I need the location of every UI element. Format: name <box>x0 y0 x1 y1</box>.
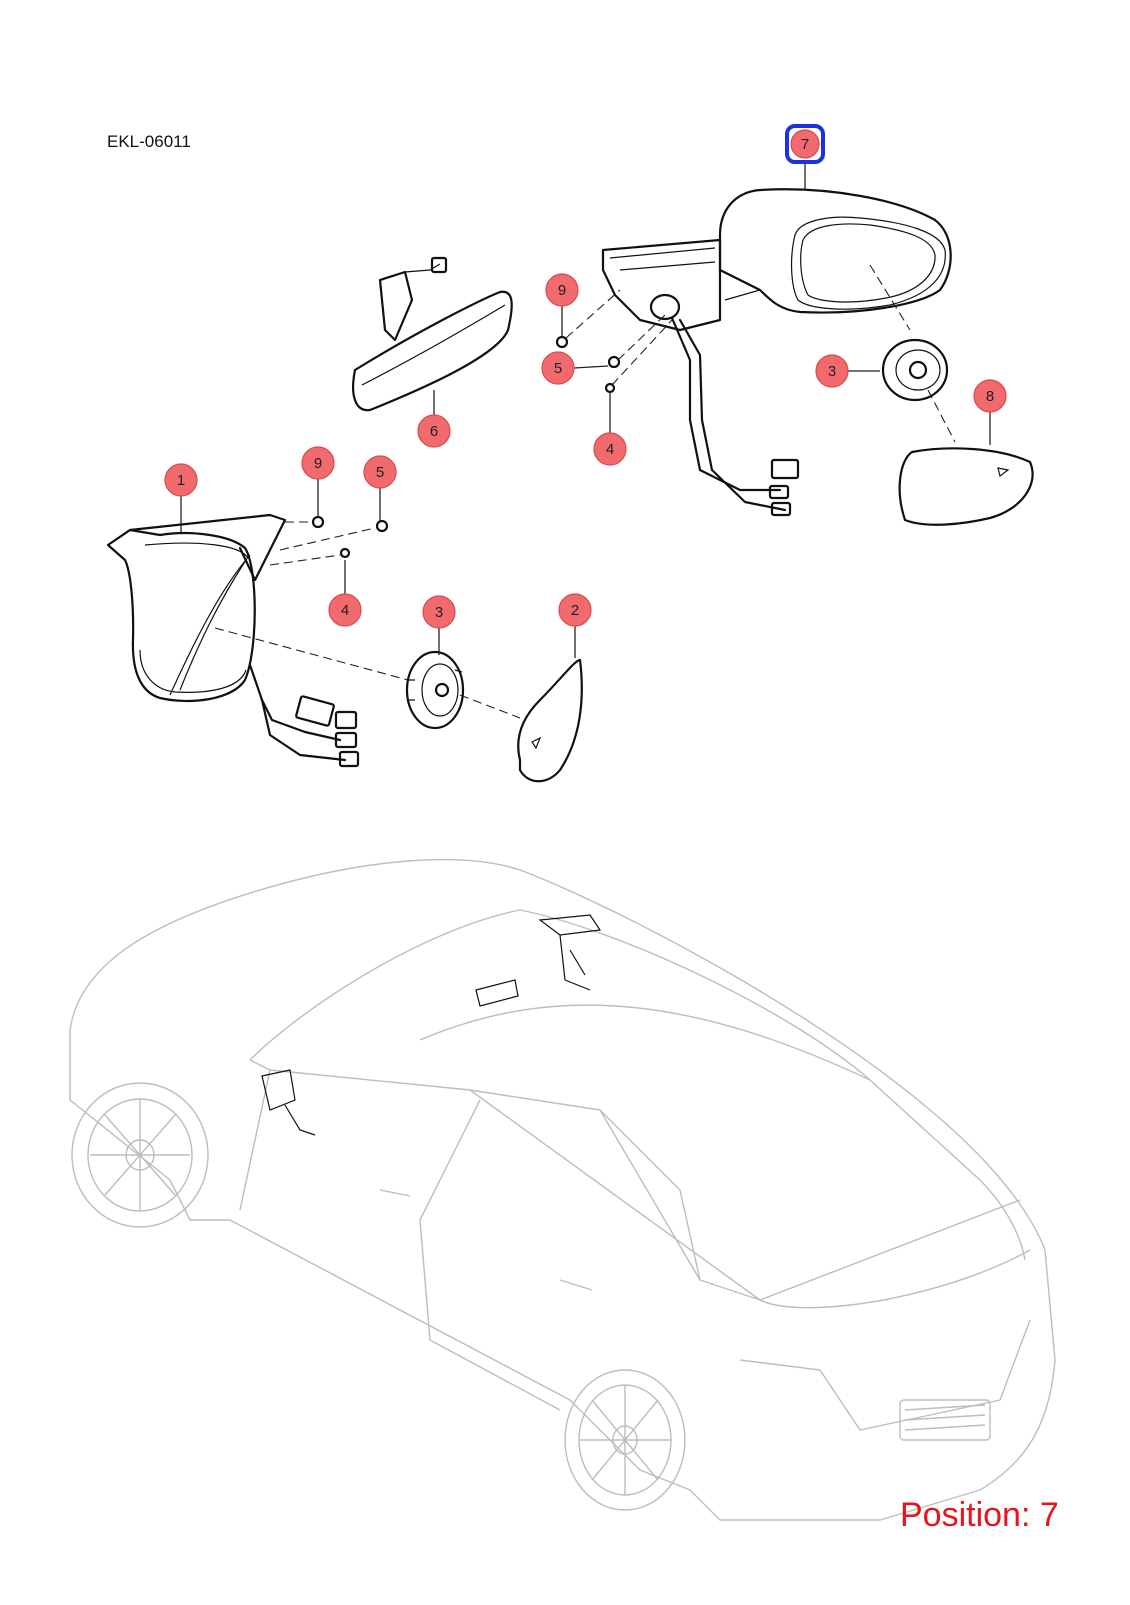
callout-label: 4 <box>606 441 614 458</box>
callout-label: 6 <box>430 423 438 440</box>
callout-4-left[interactable]: 4 <box>328 593 362 627</box>
position-readout: Position: 7 <box>900 1496 1059 1534</box>
callout-label: 9 <box>558 282 566 299</box>
right-mirror-assembly <box>555 188 1034 526</box>
callout-5-right[interactable]: 5 <box>541 351 575 385</box>
callout-circle <box>973 379 1007 413</box>
callout-circle <box>541 351 575 385</box>
callout-circle <box>545 273 579 307</box>
left-mirror-assembly <box>106 513 583 783</box>
callout-7[interactable]: 7 <box>785 124 825 164</box>
callout-circle <box>363 455 397 489</box>
callout-label: 1 <box>177 472 185 489</box>
callout-label: 3 <box>435 604 443 621</box>
callout-circle <box>328 593 362 627</box>
callout-label: 3 <box>828 363 836 380</box>
callout-circle <box>164 463 198 497</box>
callout-circle <box>417 414 451 448</box>
callouts-layer: 1 2 3 3 4 4 5 5 6 7 8 9 9 <box>164 124 1007 629</box>
callout-label: 8 <box>986 388 994 405</box>
selected-outline <box>785 124 825 164</box>
callout-circle <box>815 354 849 388</box>
callout-label: 7 <box>801 136 809 153</box>
callout-label: 5 <box>376 464 384 481</box>
leader-lines <box>180 161 991 658</box>
callout-8[interactable]: 8 <box>973 379 1007 413</box>
callout-3-right[interactable]: 3 <box>815 354 849 388</box>
callout-label: 2 <box>571 602 579 619</box>
callout-9-right[interactable]: 9 <box>545 273 579 307</box>
interior-mirror <box>352 256 513 412</box>
callout-5-left[interactable]: 5 <box>363 455 397 489</box>
callout-circle <box>301 446 335 480</box>
car-overview <box>69 858 1056 1521</box>
callout-1[interactable]: 1 <box>164 463 198 497</box>
callout-circle <box>593 432 627 466</box>
callout-circle <box>558 593 592 627</box>
callout-label: 4 <box>341 602 349 619</box>
callout-label: 9 <box>314 455 322 472</box>
callout-2[interactable]: 2 <box>558 593 592 627</box>
callout-circle <box>790 129 820 159</box>
callout-circle <box>422 595 456 629</box>
callout-3-left[interactable]: 3 <box>422 595 456 629</box>
callout-label: 5 <box>554 360 562 377</box>
document-code: EKL-06011 <box>107 132 191 151</box>
callout-4-right[interactable]: 4 <box>593 432 627 466</box>
callout-6[interactable]: 6 <box>417 414 451 448</box>
callout-9-left[interactable]: 9 <box>301 446 335 480</box>
